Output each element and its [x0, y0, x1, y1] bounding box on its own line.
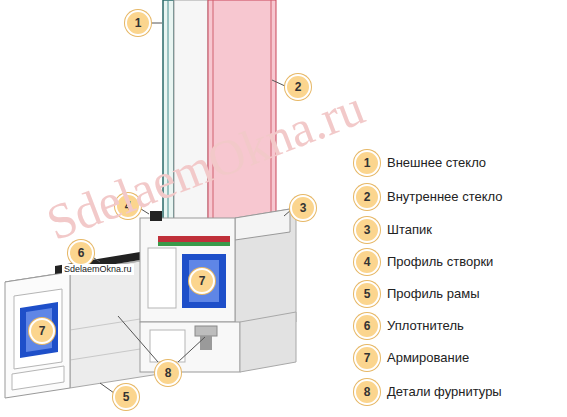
callout-number: 5 [354, 281, 380, 307]
legend-text: Внутреннее стекло [387, 189, 503, 205]
brand-label: SdelaemOkna.ru [62, 264, 134, 275]
callout-number: 7 [29, 318, 55, 344]
callout-number: 8 [354, 379, 380, 405]
legend-text: Профиль створки [387, 254, 493, 270]
callout-number: 7 [354, 345, 380, 371]
legend-text: Штапик [387, 222, 432, 238]
callout-number: 4 [354, 249, 380, 275]
callout-number: 3 [354, 217, 380, 243]
callout-number: 5 [113, 384, 139, 410]
callout-number: 6 [354, 313, 380, 339]
callout-number: 7 [189, 268, 215, 294]
legend-text: Профиль рамы [387, 286, 479, 302]
watermark-text: SdelaemOkna.ru [38, 78, 371, 252]
callout-number: 1 [354, 150, 380, 176]
callout-number: 8 [155, 360, 181, 386]
legend-text: Внешнее стекло [387, 155, 486, 171]
legend-text: Уплотнитель [387, 318, 464, 334]
callout-number: 1 [125, 10, 151, 36]
callout-number: 3 [290, 195, 316, 221]
callout-number: 2 [354, 184, 380, 210]
legend-text: Армирование [387, 350, 469, 366]
legend-text: Детали фурнитуры [387, 384, 502, 400]
